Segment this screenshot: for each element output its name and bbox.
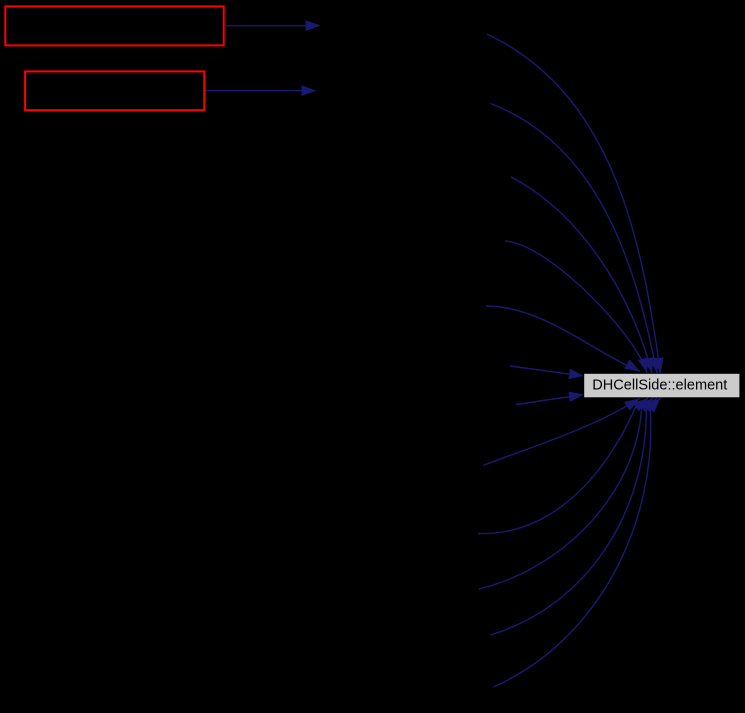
svg-text:DHCellSide::element: DHCellSide::element <box>592 378 727 394</box>
